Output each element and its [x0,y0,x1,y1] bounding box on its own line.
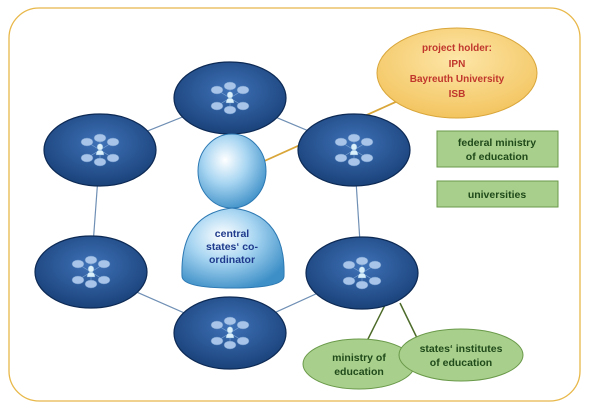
ministry-label-2: education [334,366,384,378]
coordinator-label-3: ordinator [209,254,255,266]
states-institutes-node: states‘ institutes of education [398,328,524,382]
mini-network-icon [210,81,250,115]
project-holder-bubble [376,27,538,119]
coordinator-label-2: states‘ co- [206,241,258,253]
federal-ministry-box: federal ministry of education [436,130,559,168]
project-holder-member-bayreuth: Bayreuth University [410,74,505,85]
mini-network-icon [210,316,250,350]
universities-box: universities [436,180,559,208]
mini-network-icon [71,255,111,289]
state-node-upper-left [43,113,157,187]
mini-network-icon [334,133,374,167]
coordinator-label-1: central [215,228,250,240]
coordinator-body [181,207,285,289]
project-holder: project holder: IPN Bayreuth University … [376,27,538,119]
federal-ministry-label-1: federal ministry [458,137,536,149]
ministry-label-1: ministry of [332,352,386,364]
state-nodes [34,61,419,370]
federal-ministry-label-2: of education [466,151,528,163]
state-node-lower-left [34,235,148,309]
central-coordinator-figure: central states‘ co- ordinator [181,133,285,289]
institutes-label-2: of education [430,357,492,369]
project-holder-member-isb: ISB [449,89,466,100]
mini-network-icon [80,133,120,167]
state-node-lower-right [305,236,419,310]
universities-label: universities [468,189,527,201]
institutes-label-1: states‘ institutes [420,343,503,355]
project-holder-member-ipn: IPN [449,59,466,70]
state-node-bottom [173,296,287,370]
state-node-top [173,61,287,135]
coordinator-head [197,133,267,209]
ministry-of-education-node: ministry of education [302,338,416,390]
state-node-upper-right [297,113,411,187]
mini-network-icon [342,256,382,290]
project-holder-heading: project holder: [422,43,492,54]
